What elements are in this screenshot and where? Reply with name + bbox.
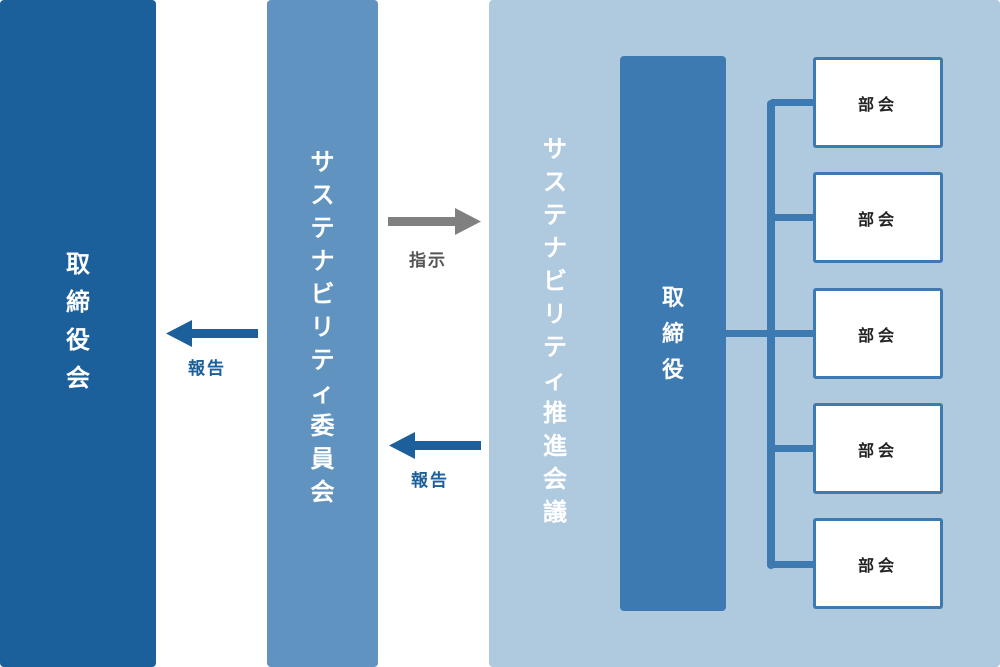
- label-char: 会: [66, 364, 90, 392]
- report-arrow-to-committee: [389, 432, 481, 459]
- department-box: 部会: [813, 403, 943, 494]
- label-char: サ: [543, 135, 567, 163]
- label-char: ス: [310, 181, 335, 209]
- instruction-arrow: [388, 208, 481, 235]
- label-char: 取: [661, 286, 684, 311]
- label-char: テ: [310, 214, 335, 242]
- label-char: 取: [66, 250, 90, 278]
- label-char: ビ: [310, 280, 335, 308]
- sustainability-committee-panel: [267, 0, 378, 667]
- label-char: ビ: [543, 267, 567, 295]
- label-char: 委: [310, 412, 335, 440]
- department-box: 部会: [813, 288, 943, 379]
- label-char: ナ: [310, 247, 335, 275]
- label-char: ィ: [310, 379, 335, 407]
- director-label: 取 締 役: [620, 288, 726, 396]
- instruction-label: 指示: [409, 251, 447, 271]
- sustainability-council-label: サ ス テ ナ ビ リ テ ィ 推 進 会 議: [530, 137, 580, 533]
- label-char: 役: [661, 358, 684, 383]
- label-char: 役: [66, 326, 90, 354]
- label-char: リ: [310, 313, 335, 341]
- label-char: サ: [310, 148, 335, 176]
- label-char: 進: [543, 432, 567, 460]
- label-char: 推: [543, 399, 567, 427]
- report-to-committee-label: 報告: [411, 471, 449, 491]
- report-arrow-to-board: [166, 320, 258, 347]
- label-char: テ: [543, 333, 567, 361]
- board-of-directors-label: 取 締 役 会: [0, 252, 156, 404]
- board-of-directors-panel: [0, 0, 156, 667]
- label-char: 議: [543, 498, 567, 526]
- label-char: ナ: [543, 234, 567, 262]
- label-char: テ: [543, 201, 567, 229]
- label-char: 会: [310, 478, 335, 506]
- department-tree-connector: [726, 99, 814, 569]
- report-to-board-label: 報告: [188, 359, 226, 379]
- label-char: テ: [310, 346, 335, 374]
- department-box: 部会: [813, 518, 943, 609]
- department-box: 部会: [813, 172, 943, 263]
- label-char: 会: [543, 465, 567, 493]
- department-box: 部会: [813, 57, 943, 148]
- director-panel: [620, 56, 726, 611]
- label-char: 締: [661, 322, 684, 347]
- label-char: ス: [543, 168, 567, 196]
- label-char: 締: [66, 288, 90, 316]
- label-char: 員: [310, 445, 335, 473]
- label-char: リ: [543, 300, 567, 328]
- label-char: ィ: [543, 366, 567, 394]
- sustainability-committee-label: サ ス テ ナ ビ リ テ ィ 委 員 会: [267, 150, 378, 513]
